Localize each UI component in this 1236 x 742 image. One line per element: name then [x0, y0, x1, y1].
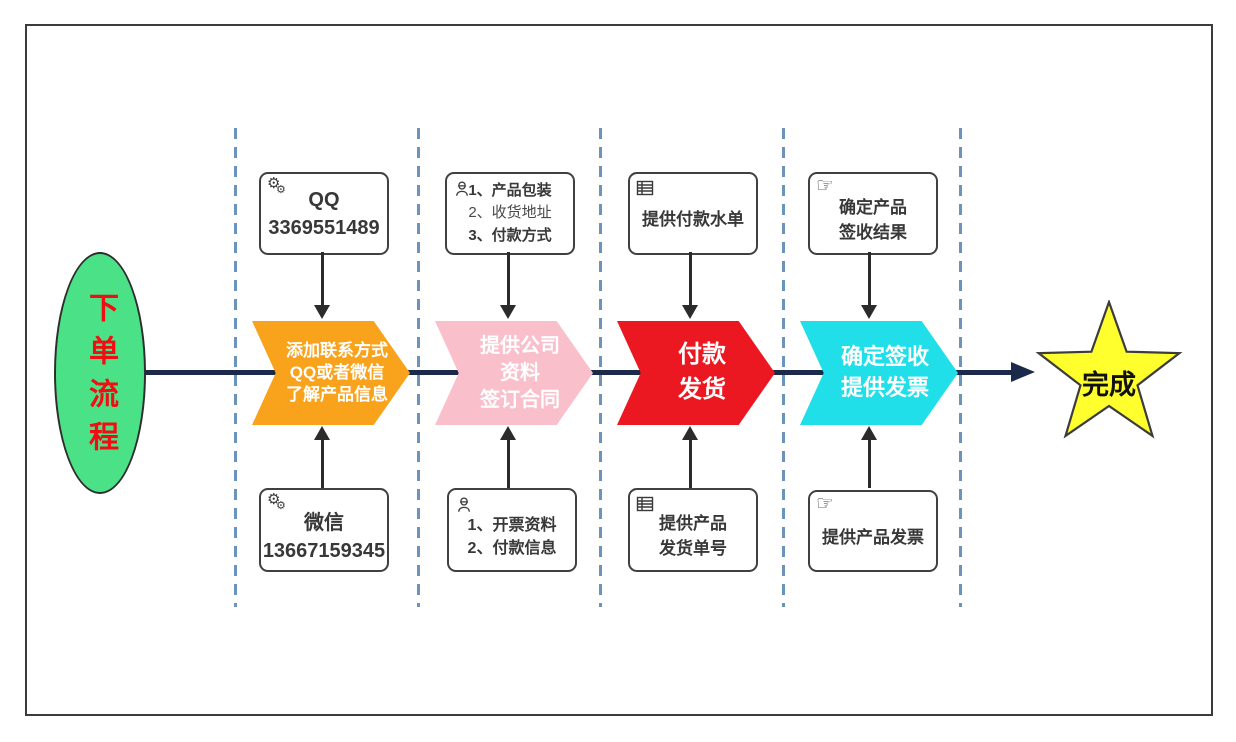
arrow-up-icon: [500, 426, 516, 440]
note-line: 签收结果: [839, 222, 907, 242]
note-line: 3、付款方式: [468, 226, 552, 244]
note-line: 确定产品: [839, 197, 907, 217]
table-icon: [636, 492, 654, 512]
note-line: 13667159345: [262, 540, 386, 562]
lane-divider: [599, 128, 602, 607]
note-line: 1、产品包装: [468, 181, 552, 199]
table-icon: [636, 176, 654, 196]
note-line: 3369551489: [268, 216, 380, 239]
note-box-receipt-result: ☞ 确定产品 签收结果: [808, 172, 938, 255]
worker-icon: [455, 492, 473, 514]
note-line: 发货单号: [659, 539, 727, 558]
chevron-label-line: 付款: [678, 341, 726, 369]
flow-arrowhead-icon: [1011, 362, 1035, 382]
finish-star: [1033, 298, 1185, 452]
note-line: 2、付款信息: [467, 540, 557, 557]
lane-divider: [959, 128, 962, 607]
lane-divider: [417, 128, 420, 607]
arrow-down-icon: [314, 305, 330, 319]
gears-icon: ⚙⚙: [267, 175, 286, 196]
note-line: QQ: [308, 188, 340, 211]
chevron-stage-company-info: 提供公司 资料 签订合同: [435, 321, 593, 425]
arrow-up-icon: [314, 426, 330, 440]
lane-divider: [782, 128, 785, 607]
lane-divider: [234, 128, 237, 607]
note-line: 2、收货地址: [468, 204, 552, 222]
start-node: 下单流程: [54, 252, 146, 494]
arrow-up-icon: [682, 426, 698, 440]
star-shape: [1035, 298, 1183, 439]
note-box-wechat: ⚙⚙ 微信 13667159345: [259, 488, 389, 572]
chevron-label-line: 提供公司: [480, 334, 560, 357]
connector-line: [868, 252, 871, 306]
diagram-border: [25, 24, 1213, 716]
chevron-label-line: 添加联系方式: [286, 340, 388, 360]
start-node-label: 下单流程: [84, 292, 117, 464]
note-line: 提供产品: [659, 514, 727, 534]
connector-line: [689, 439, 692, 488]
chevron-label-line: 确定签收: [840, 344, 929, 370]
chevron-label-line: 资料: [500, 361, 540, 384]
arrow-down-icon: [861, 305, 877, 319]
arrow-down-icon: [682, 305, 698, 319]
chevron-label-line: 提供发票: [840, 375, 929, 400]
finish-star-label: 完成: [1082, 370, 1136, 400]
note-box-shipping-number: 提供产品 发货单号: [628, 488, 758, 572]
chevron-label-line: 了解产品信息: [286, 385, 388, 405]
gears-icon: ⚙⚙: [267, 491, 286, 512]
note-line: 提供付款水单: [642, 210, 744, 230]
note-line: 微信: [303, 512, 344, 534]
connector-line: [689, 252, 692, 306]
note-box-invoice-info: 1、开票资料 2、付款信息: [447, 488, 577, 572]
chevron-label-line: QQ或者微信: [289, 362, 385, 382]
connector-line: [868, 439, 871, 488]
note-box-qq: ⚙⚙ QQ 3369551489: [259, 172, 389, 255]
chevron-stage-payment-shipping: 付款 发货: [617, 321, 775, 425]
note-line: 1、开票资料: [467, 516, 557, 534]
pointing-hand-icon: ☞: [816, 175, 834, 197]
note-box-order-details: 1、产品包装 2、收货地址 3、付款方式: [445, 172, 575, 255]
arrow-up-icon: [861, 426, 877, 440]
arrow-down-icon: [500, 305, 516, 319]
chevron-label-line: 签订合同: [480, 388, 560, 411]
worker-icon: [453, 176, 471, 198]
connector-line: [321, 252, 324, 306]
chevron-label-line: 发货: [678, 376, 726, 403]
pointing-hand-icon: ☞: [816, 493, 834, 515]
chevron-stage-receipt-invoice: 确定签收 提供发票: [800, 321, 958, 425]
note-line: 提供产品发票: [822, 527, 924, 547]
note-box-payment-slip: 提供付款水单: [628, 172, 758, 255]
note-box-product-invoice: ☞ 提供产品发票: [808, 490, 938, 572]
connector-line: [507, 439, 510, 488]
connector-line: [321, 439, 324, 488]
connector-line: [507, 252, 510, 306]
chevron-stage-contact: 添加联系方式 QQ或者微信 了解产品信息: [252, 321, 410, 425]
